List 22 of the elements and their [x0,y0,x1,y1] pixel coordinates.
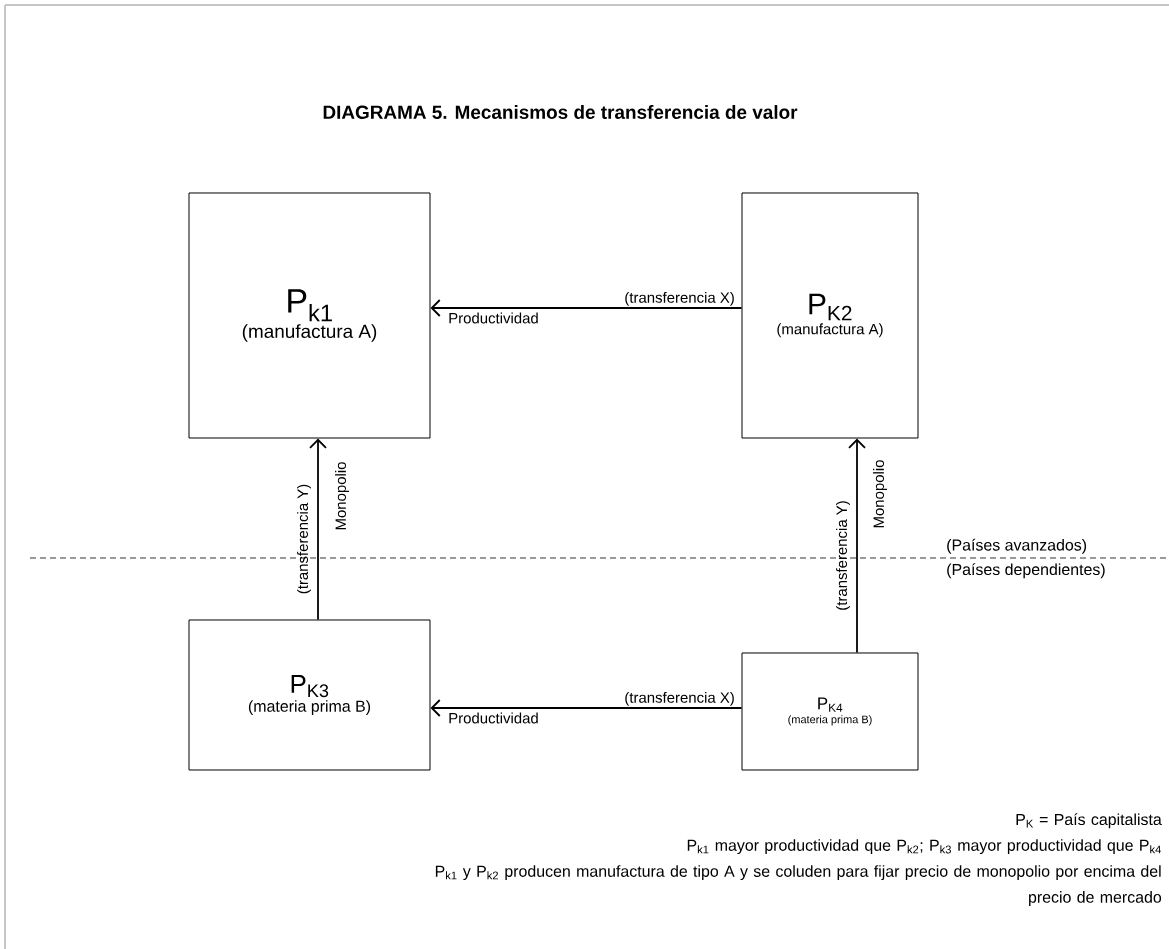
arrow [430,699,743,717]
text-label: Monopolio [335,462,349,530]
country-box: P$_{k1}$ (manufactura A) [188,192,431,439]
note: P$_{K}$ = País capitalista [1016,813,1162,829]
text-label: Monopolio [873,460,887,528]
country-box: P$_{K3}$ (materia prima B) [188,619,431,771]
country-box: P$_{K2}$ (manufactura A) [741,192,919,439]
edge-label: (transferencia X) [625,691,734,706]
text-label: (Países avanzados) [947,538,1087,554]
edge-label: (transferencia X) [625,291,734,306]
arrow [430,299,743,317]
arrow [848,438,866,654]
text-label: Productividad [449,712,538,724]
edge-label: (transferencia Y) [297,484,311,594]
edge-label: (transferencia Y) [836,501,850,610]
note: P$_{k1}$ y P$_{k2}$ producen manufactura de tipo A y se coluden para fijar precio de monopolio por encima del precio de mercado [435,865,1162,906]
text-label: (Países dependientes) [947,563,1105,579]
arrow [309,438,327,621]
country-box: P$_{K4}$ (materia prima B) [741,652,919,771]
title: DIAGRAMA 5. Mecanismos de transferencia de valor [323,105,798,119]
text-label: Productividad [449,312,538,324]
note: P$_{k1}$ mayor productividad que P$_{k2}$; P$_{k3}$ mayor productividad que P$_{k4}$ [687,839,1161,855]
